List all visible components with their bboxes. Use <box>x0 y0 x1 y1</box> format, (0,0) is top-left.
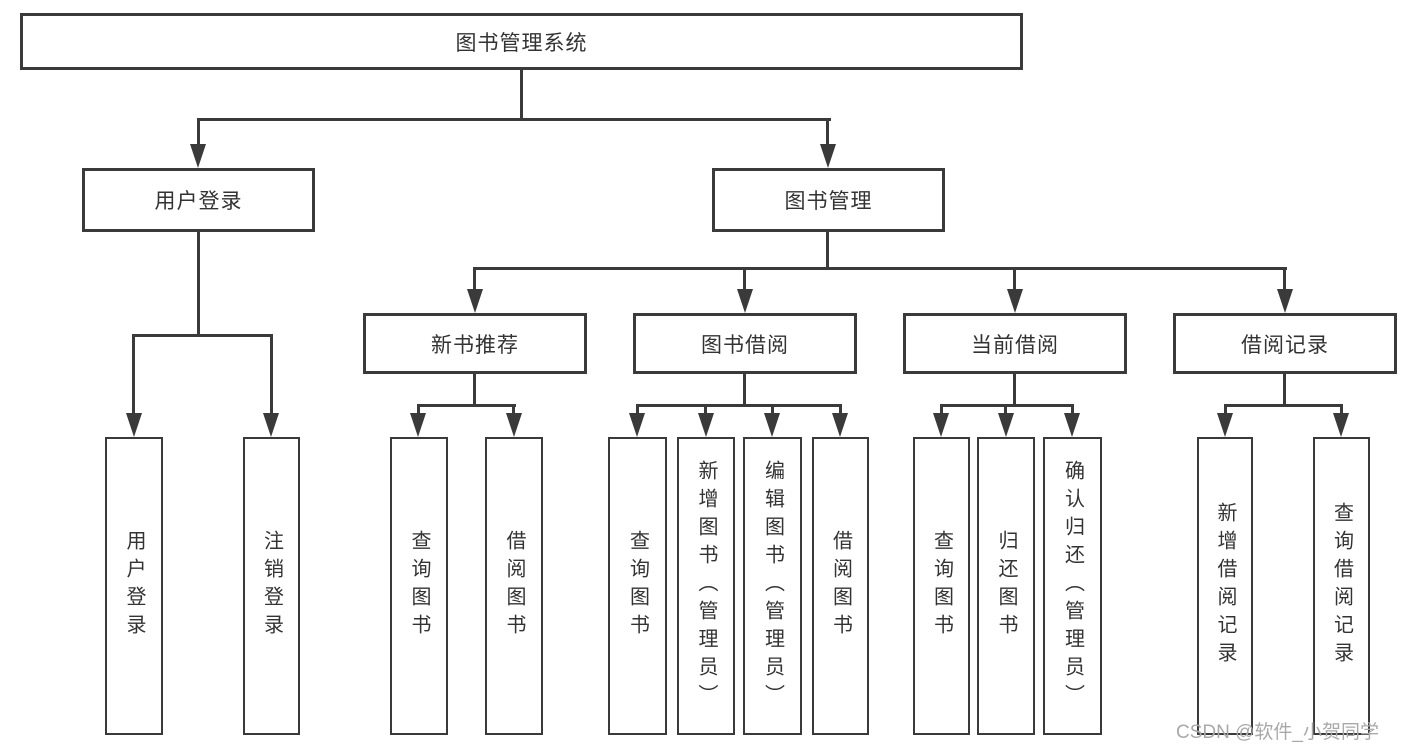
node-root-label: 图书管理系统 <box>455 31 588 55</box>
connector-line <box>826 118 829 148</box>
connector-line <box>839 404 842 416</box>
connector-line <box>270 334 273 418</box>
connector-line <box>940 404 1074 407</box>
connector-line <box>197 118 200 148</box>
connector-line <box>771 404 774 416</box>
connector-line <box>1013 267 1016 293</box>
connector-line <box>636 404 639 416</box>
connector-line <box>743 372 746 407</box>
node-book-management: 图书管理 <box>712 168 945 232</box>
leaf-borrow-query-books: 查询图书 <box>608 437 667 735</box>
leaf-add-books-admin-label: 新增图书（管理员） <box>695 460 717 712</box>
leaf-recommend-query-books: 查询图书 <box>390 437 448 735</box>
leaf-borrow-books-label: 借阅图书 <box>829 530 852 642</box>
leaf-current-query-books: 查询图书 <box>913 437 970 735</box>
leaf-logout-label: 注销登录 <box>260 530 283 642</box>
connector-line <box>1283 267 1286 293</box>
arrow-down-icon <box>1064 413 1080 437</box>
arrow-down-icon <box>820 144 836 168</box>
leaf-add-borrow-record-label: 新增借阅记录 <box>1214 502 1236 670</box>
arrow-down-icon <box>764 413 780 437</box>
arrow-down-icon <box>1277 289 1293 313</box>
node-new-book-recommend-label: 新书推荐 <box>431 333 519 357</box>
arrow-down-icon <box>832 413 848 437</box>
leaf-confirm-return-admin: 确认归还（管理员） <box>1043 437 1102 735</box>
arrow-down-icon <box>1217 413 1233 437</box>
connector-line <box>1004 404 1007 416</box>
node-book-management-label: 图书管理 <box>784 190 873 213</box>
arrow-down-icon <box>933 413 949 437</box>
connector-line <box>417 404 516 407</box>
leaf-recommend-borrow-books-label: 借阅图书 <box>503 530 525 642</box>
connector-line <box>1283 372 1286 407</box>
connector-line <box>473 267 476 293</box>
arrow-down-icon <box>506 413 522 437</box>
connector-line <box>1071 404 1074 416</box>
leaf-recommend-borrow-books: 借阅图书 <box>485 437 543 735</box>
connector-line <box>1340 404 1343 416</box>
leaf-add-books-admin: 新增图书（管理员） <box>677 437 735 735</box>
node-user-login-label: 用户登录 <box>154 190 243 213</box>
leaf-query-borrow-record: 查询借阅记录 <box>1313 437 1370 735</box>
connector-line <box>1224 404 1227 416</box>
csdn-watermark: CSDN @软件_小贺同学 <box>1176 722 1379 743</box>
node-book-borrow: 图书借阅 <box>633 313 857 374</box>
connector-line <box>1224 404 1342 407</box>
leaf-recommend-query-books-label: 查询图书 <box>408 530 430 642</box>
leaf-current-query-books-label: 查询图书 <box>930 530 953 642</box>
node-current-borrow: 当前借阅 <box>903 313 1127 374</box>
arrow-down-icon <box>1333 413 1349 437</box>
node-new-book-recommend: 新书推荐 <box>363 313 587 374</box>
node-book-borrow-label: 图书借阅 <box>701 333 789 357</box>
connector-line <box>743 267 746 293</box>
connector-line <box>197 230 200 336</box>
connector-line <box>636 404 842 407</box>
arrow-down-icon <box>629 413 645 437</box>
arrow-down-icon <box>190 144 206 168</box>
connector-line <box>417 404 420 416</box>
leaf-borrow-books: 借阅图书 <box>812 437 869 735</box>
leaf-add-borrow-record: 新增借阅记录 <box>1197 437 1253 735</box>
leaf-logout: 注销登录 <box>243 437 300 735</box>
node-borrow-records: 借阅记录 <box>1173 313 1397 374</box>
arrow-down-icon <box>410 413 426 437</box>
node-root: 图书管理系统 <box>20 13 1023 70</box>
arrow-down-icon <box>126 413 142 437</box>
arrow-down-icon <box>998 413 1014 437</box>
leaf-query-borrow-record-label: 查询借阅记录 <box>1330 502 1353 670</box>
arrow-down-icon <box>467 289 483 313</box>
leaf-return-books-label: 归还图书 <box>995 530 1017 642</box>
connector-line <box>512 404 515 416</box>
node-borrow-records-label: 借阅记录 <box>1241 333 1329 357</box>
arrow-down-icon <box>698 413 714 437</box>
connector-line <box>132 334 135 418</box>
leaf-edit-books-admin: 编辑图书（管理员） <box>743 437 802 735</box>
connector-line <box>826 230 829 270</box>
leaf-borrow-query-books-label: 查询图书 <box>626 530 649 642</box>
leaf-confirm-return-admin-label: 确认归还（管理员） <box>1061 460 1084 712</box>
connector-line <box>474 267 1287 270</box>
arrow-down-icon <box>1007 289 1023 313</box>
arrow-down-icon <box>737 289 753 313</box>
connector-line <box>704 404 707 416</box>
leaf-edit-books-admin-label: 编辑图书（管理员） <box>761 460 784 712</box>
leaf-user-login: 用户登录 <box>105 437 163 735</box>
connector-line <box>520 68 523 120</box>
leaf-return-books: 归还图书 <box>977 437 1035 735</box>
node-current-borrow-label: 当前借阅 <box>971 333 1059 357</box>
connector-line <box>133 334 273 337</box>
arrow-down-icon <box>263 413 279 437</box>
connector-line <box>940 404 943 416</box>
leaf-user-login-label: 用户登录 <box>123 530 145 642</box>
connector-line <box>1013 372 1016 407</box>
connector-line <box>197 118 831 121</box>
connector-line <box>473 372 476 407</box>
node-user-login: 用户登录 <box>82 168 315 232</box>
